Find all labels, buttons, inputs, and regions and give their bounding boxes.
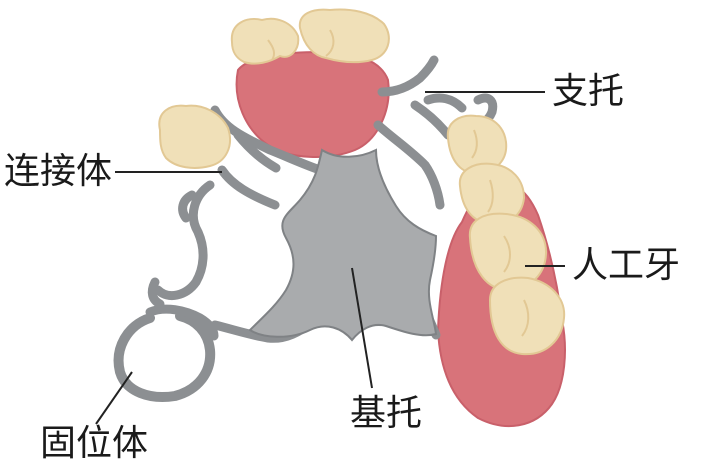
tooth-anterior-right	[298, 8, 390, 64]
tooth-anterior-left	[230, 17, 300, 65]
base-plate	[248, 148, 438, 342]
leader-retainer	[95, 371, 133, 425]
label-retainer: 固位体	[40, 423, 149, 464]
label-base: 基托	[350, 393, 423, 434]
tooth-left-premolar	[158, 104, 231, 169]
retainer-clasp	[113, 311, 216, 402]
label-artificial-tooth: 人工牙	[572, 245, 681, 286]
label-connector: 连接体	[4, 151, 113, 192]
leader-lines	[95, 91, 565, 425]
leader-base	[351, 267, 373, 389]
artificial-teeth	[446, 114, 566, 356]
label-support: 支托	[552, 71, 625, 112]
retainer-arm	[145, 304, 219, 341]
